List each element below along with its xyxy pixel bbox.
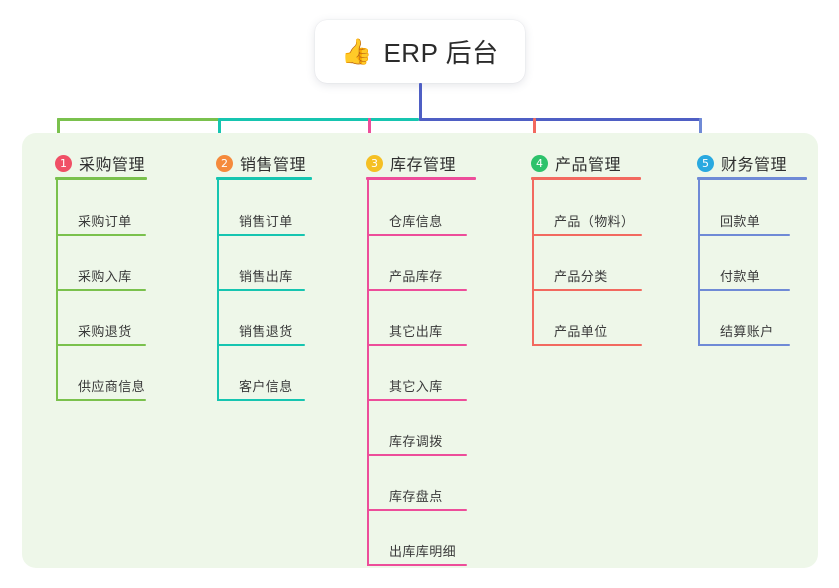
branch-underline-5 [697, 177, 807, 180]
bus-segment-1 [57, 118, 219, 121]
leaf-item[interactable]: 产品分类 [532, 261, 642, 291]
leaf-underline [532, 234, 642, 236]
leaf-item[interactable]: 销售出库 [217, 261, 305, 291]
branch-underline-1 [55, 177, 147, 180]
leaf-item[interactable]: 回款单 [698, 206, 790, 236]
thumbs-up-icon: 👍 [341, 37, 373, 66]
leaf-label: 客户信息 [239, 379, 293, 394]
branches-panel [22, 133, 818, 568]
branch-badge-1: 1 [55, 154, 72, 172]
leaf-item[interactable]: 采购入库 [56, 261, 146, 291]
leaf-underline [698, 344, 790, 346]
leaf-label: 其它出库 [389, 324, 443, 339]
trunk-line [419, 83, 422, 121]
leaf-item[interactable]: 产品库存 [367, 261, 467, 291]
leaf-label: 供应商信息 [78, 379, 146, 394]
root-node-card[interactable]: 👍 ERP 后台 [315, 20, 525, 83]
branch-title-2: 销售管理 [240, 157, 307, 174]
branch-underline-2 [216, 177, 312, 180]
leaf-label: 库存盘点 [389, 489, 443, 504]
branch-badge-3: 3 [366, 154, 383, 172]
leaf-item[interactable]: 其它入库 [367, 371, 467, 401]
leaf-label: 产品分类 [554, 269, 608, 284]
branch-badge-5: 5 [697, 154, 714, 172]
leaf-underline [217, 399, 305, 401]
branch-title-1: 采购管理 [79, 157, 146, 174]
leaf-label: 仓库信息 [389, 214, 443, 229]
leaf-label: 销售出库 [239, 269, 293, 284]
leaf-label: 产品单位 [554, 324, 608, 339]
branch-spine-4 [532, 180, 534, 346]
branch-spine-3 [367, 180, 369, 566]
leaf-label: 销售订单 [239, 214, 293, 229]
leaf-underline [367, 454, 467, 456]
leaf-underline [56, 234, 146, 236]
leaf-label: 采购退货 [78, 324, 132, 339]
branch-header-4[interactable]: 4 产品管理 [531, 151, 621, 175]
leaf-item[interactable]: 客户信息 [217, 371, 305, 401]
bus-segment-3 [419, 118, 702, 121]
leaf-underline [532, 289, 642, 291]
leaf-underline [56, 344, 146, 346]
leaf-underline [367, 509, 467, 511]
leaf-underline [532, 344, 642, 346]
leaf-item[interactable]: 供应商信息 [56, 371, 146, 401]
leaf-label: 付款单 [720, 269, 761, 284]
leaf-underline [367, 234, 467, 236]
leaf-underline [217, 289, 305, 291]
branch-header-5[interactable]: 5 财务管理 [697, 151, 787, 175]
leaf-label: 采购入库 [78, 269, 132, 284]
leaf-label: 销售退货 [239, 324, 293, 339]
branch-header-1[interactable]: 1 采购管理 [55, 151, 145, 175]
branch-title-4: 产品管理 [555, 157, 622, 174]
leaf-item[interactable]: 其它出库 [367, 316, 467, 346]
branch-header-3[interactable]: 3 库存管理 [366, 151, 456, 175]
leaf-underline [367, 399, 467, 401]
branch-header-2[interactable]: 2 销售管理 [216, 151, 306, 175]
branch-badge-2: 2 [216, 154, 233, 172]
leaf-label: 产品库存 [389, 269, 443, 284]
leaf-item[interactable]: 采购退货 [56, 316, 146, 346]
leaf-item[interactable]: 出库库明细 [367, 536, 467, 566]
page-title: ERP 后台 [383, 38, 499, 68]
leaf-underline [217, 344, 305, 346]
branch-badge-4: 4 [531, 154, 548, 172]
branch-underline-3 [366, 177, 476, 180]
leaf-underline [367, 344, 467, 346]
leaf-item[interactable]: 付款单 [698, 261, 790, 291]
leaf-underline [367, 564, 467, 566]
bus-segment-2 [219, 118, 419, 121]
leaf-item[interactable]: 产品单位 [532, 316, 642, 346]
leaf-label: 回款单 [720, 214, 761, 229]
leaf-item[interactable]: 采购订单 [56, 206, 146, 236]
root-node-content: 👍 ERP 后台 [341, 33, 498, 70]
leaf-item[interactable]: 结算账户 [698, 316, 790, 346]
leaf-label: 结算账户 [720, 324, 774, 339]
leaf-label: 产品（物料） [554, 214, 635, 229]
leaf-item[interactable]: 仓库信息 [367, 206, 467, 236]
leaf-underline [367, 289, 467, 291]
leaf-underline [56, 289, 146, 291]
leaf-label: 采购订单 [78, 214, 132, 229]
leaf-item[interactable]: 销售退货 [217, 316, 305, 346]
branch-title-5: 财务管理 [721, 157, 788, 174]
leaf-item[interactable]: 销售订单 [217, 206, 305, 236]
branch-spine-5 [698, 180, 700, 346]
leaf-item[interactable]: 库存盘点 [367, 481, 467, 511]
leaf-underline [56, 399, 146, 401]
branch-title-3: 库存管理 [390, 157, 457, 174]
leaf-underline [217, 234, 305, 236]
leaf-label: 出库库明细 [389, 544, 457, 559]
leaf-label: 其它入库 [389, 379, 443, 394]
branch-underline-4 [531, 177, 641, 180]
leaf-item[interactable]: 库存调拨 [367, 426, 467, 456]
leaf-label: 库存调拨 [389, 434, 443, 449]
leaf-item[interactable]: 产品（物料） [532, 206, 642, 236]
leaf-underline [698, 289, 790, 291]
leaf-underline [698, 234, 790, 236]
